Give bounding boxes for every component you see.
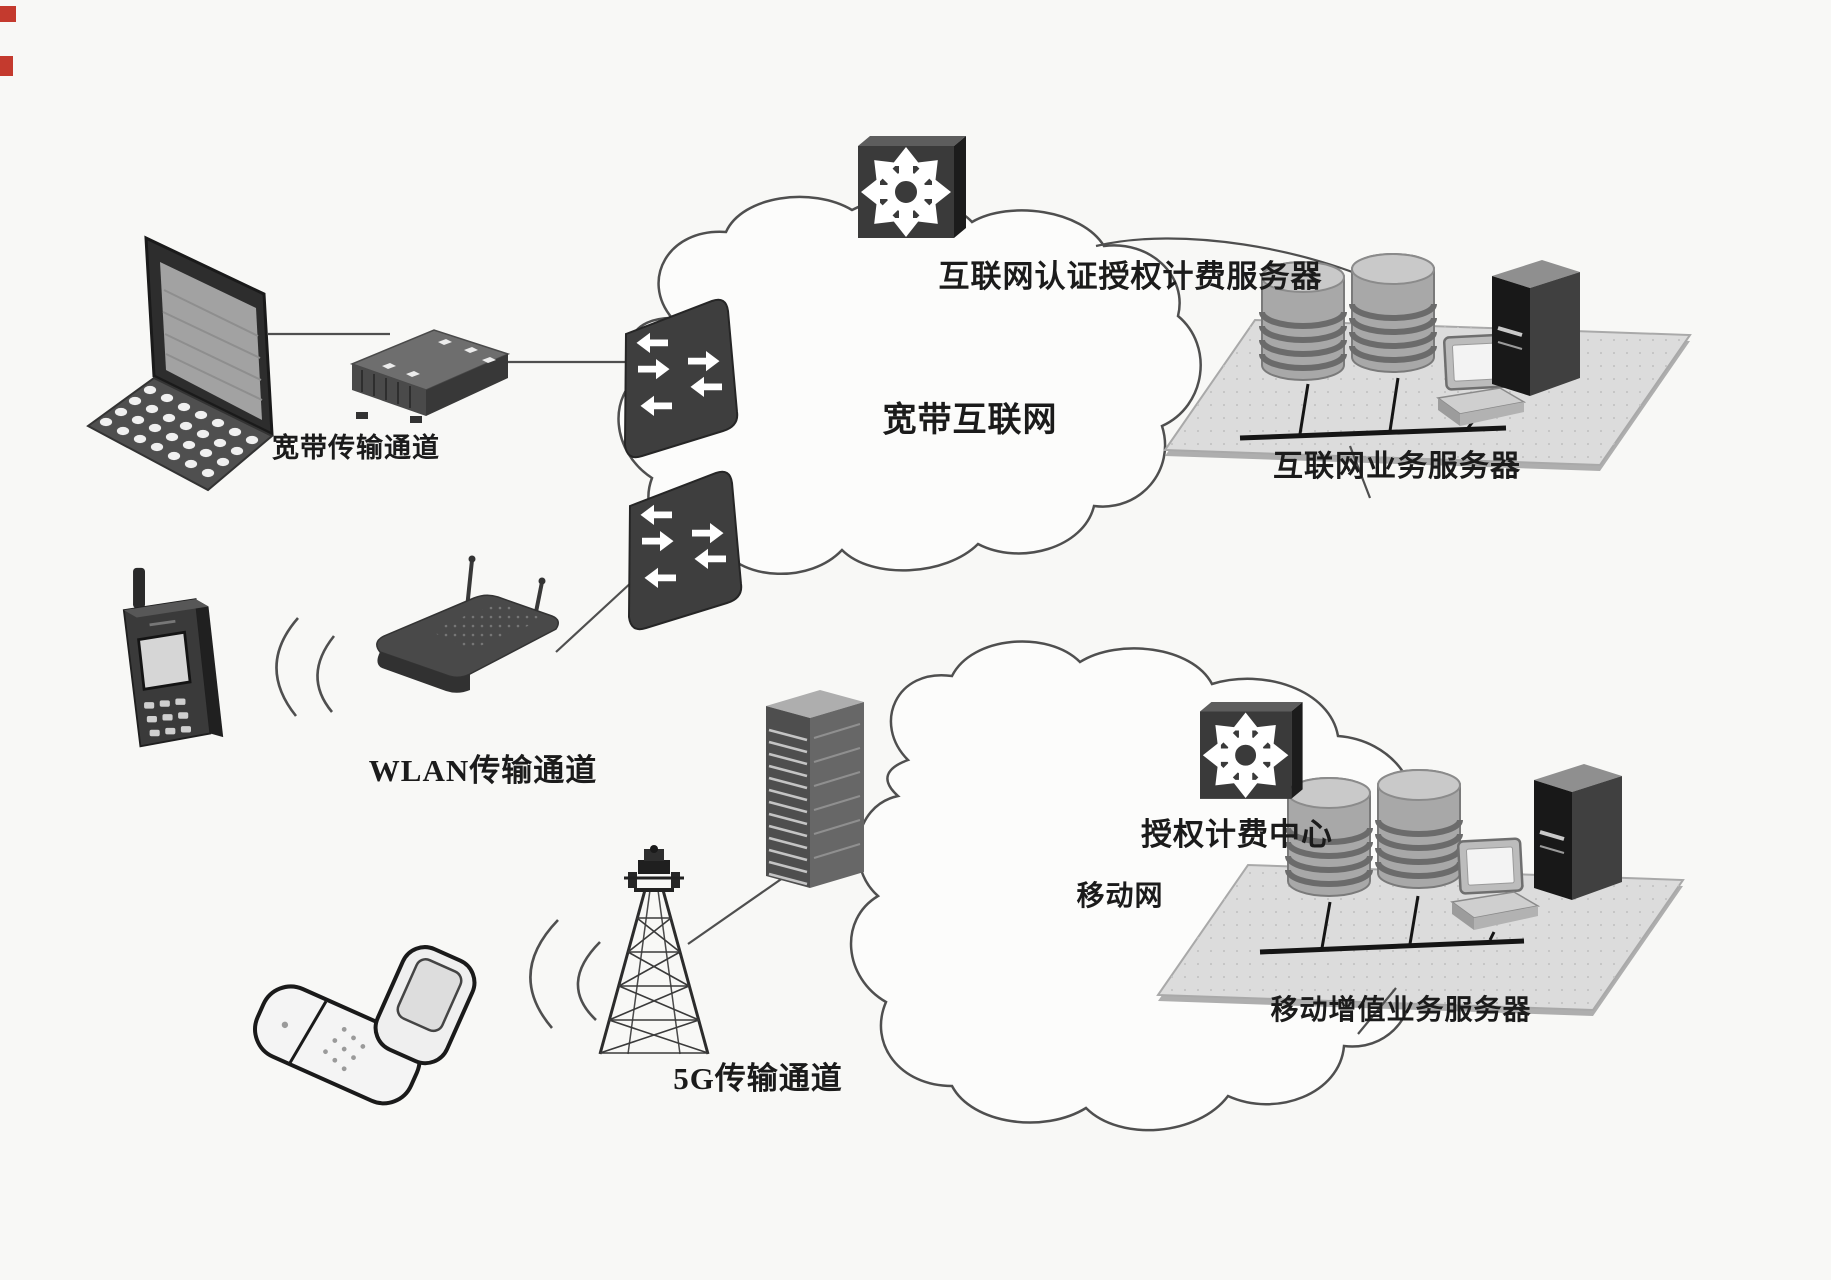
signal-waves-icon (275, 617, 299, 717)
signal-waves-icon (529, 919, 559, 1029)
flip-phone-icon (253, 945, 477, 1106)
label-5g-channel: 5G传输通道 (673, 1061, 843, 1096)
label-internet-service-platform: 互联网业务服务器 (1273, 450, 1521, 483)
label-mobile-cloud: 移动网 (1076, 881, 1164, 912)
server-tower-icon (1490, 258, 1582, 398)
wireless-router-icon (376, 555, 559, 693)
lan-bus-lines (1239, 377, 1525, 955)
router-switch-link (555, 579, 635, 653)
label-broadband-cloud: 宽带互联网 (882, 402, 1058, 439)
edge-artifact-mark (0, 56, 13, 76)
laptop-icon (86, 235, 274, 492)
switch-icon (629, 472, 741, 629)
rack-server-icon (764, 688, 866, 890)
label-mobile-vas-platform: 移动增值业务服务器 (1270, 995, 1532, 1026)
database-cylinder-icon (1378, 770, 1460, 888)
label-broadband-channel: 宽带传输通道 (272, 433, 440, 463)
edge-artifact-mark (0, 6, 16, 22)
database-cylinder-icon (1352, 254, 1434, 372)
server-tower-icon (1532, 762, 1624, 902)
router-icon (858, 136, 966, 238)
label-connector (1357, 987, 1397, 1035)
label-wlan-channel: WLAN传输通道 (368, 753, 598, 788)
label-internet-aaa-server: 互联网认证授权计费服务器 (938, 259, 1323, 294)
cell-tower-icon (598, 845, 710, 1055)
label-auth-billing-center: 授权计费中心 (1141, 817, 1333, 852)
signal-waves-icon (576, 941, 601, 1021)
router-icon (1200, 702, 1303, 799)
mobile-phone-icon (122, 567, 224, 748)
signal-waves-icon (316, 635, 336, 713)
mobile-server-platform (1156, 863, 1685, 1016)
modem-icon (349, 329, 511, 423)
label-connector (1348, 445, 1372, 499)
